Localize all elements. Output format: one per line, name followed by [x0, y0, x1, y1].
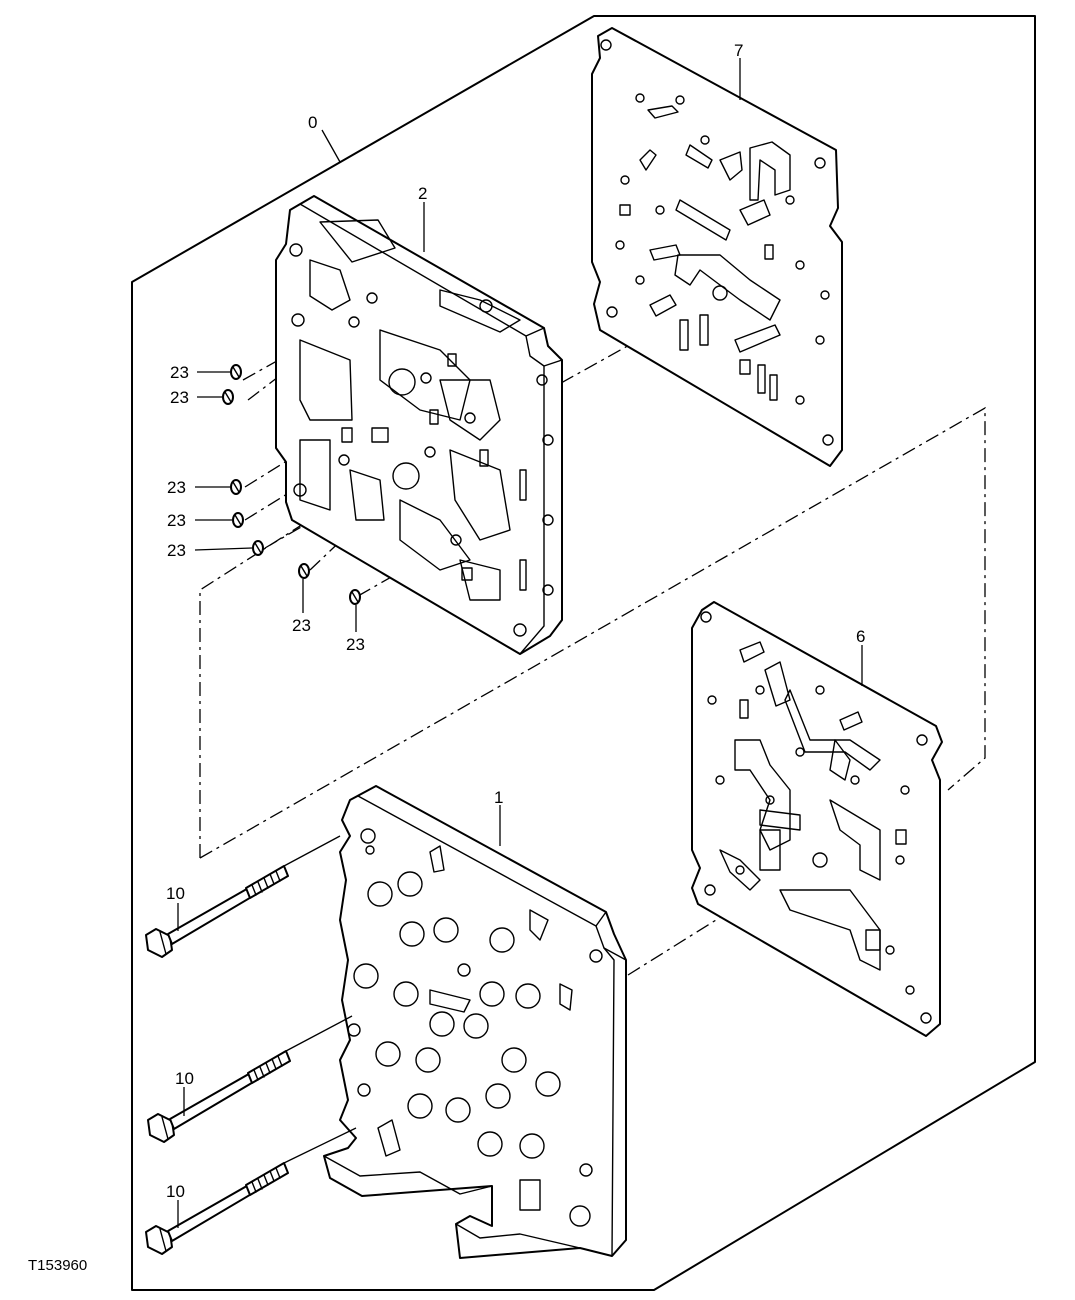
- callout-23-e: 23: [167, 541, 186, 560]
- bolt-top: [145, 865, 289, 958]
- plug-1: [230, 364, 242, 380]
- callout-23-f: 23: [292, 616, 311, 635]
- callout-23-b: 23: [170, 388, 189, 407]
- gasket-plate-lower: [691, 601, 943, 1037]
- callout-0: 0: [308, 113, 317, 132]
- plug-2: [222, 389, 234, 405]
- callout-2: 2: [418, 184, 427, 203]
- callout-10-top: 10: [166, 884, 185, 903]
- plug-5: [252, 540, 264, 556]
- callout-23-d: 23: [167, 511, 186, 530]
- plug-4: [232, 512, 244, 528]
- assembly-outline: [131, 15, 1036, 1291]
- callout-10-middle: 10: [175, 1069, 194, 1088]
- callout-10-bottom: 10: [166, 1182, 185, 1201]
- figure-id: T153960: [28, 1257, 87, 1274]
- plug-7: [349, 589, 361, 605]
- callout-7: 7: [734, 41, 743, 60]
- callout-1: 1: [494, 788, 503, 807]
- bolt-leaders: [283, 835, 357, 1164]
- callout-leaders: [177, 58, 863, 1228]
- callout-23-a: 23: [170, 363, 189, 382]
- plug-6: [298, 563, 310, 579]
- gasket-plate-upper: [591, 27, 843, 467]
- valve-body-upper: [275, 195, 563, 655]
- bolt-bottom: [145, 1162, 289, 1255]
- callout-23-g: 23: [346, 635, 365, 654]
- callout-23-c: 23: [167, 478, 186, 497]
- plug-3: [230, 479, 242, 495]
- callout-6: 6: [856, 627, 865, 646]
- bolt-middle: [147, 1050, 291, 1143]
- valve-body-lower: [323, 785, 627, 1259]
